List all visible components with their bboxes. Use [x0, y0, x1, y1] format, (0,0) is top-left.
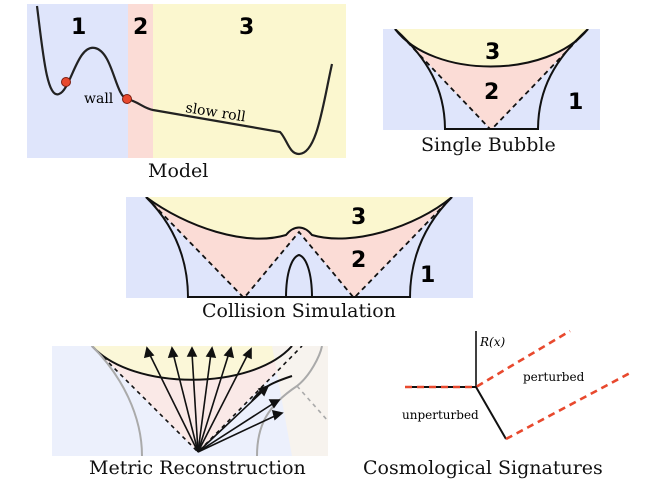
model-region-label-1: 1: [71, 15, 86, 40]
model-region-3: [153, 4, 346, 158]
collision-label-3: 3: [351, 205, 366, 230]
wall-dot-left: [61, 77, 71, 87]
collision-light-cone: [145, 197, 453, 298]
perturbed-label: perturbed: [523, 370, 585, 384]
signatures-panel: R(x) perturbed unperturbed: [402, 329, 631, 441]
collision-wall: [145, 197, 453, 240]
bubble-boundary-left: [394, 29, 446, 130]
single-bubble-label-1: 1: [568, 90, 583, 115]
collision-caption: Collision Simulation: [202, 300, 396, 322]
single-bubble-caption: Single Bubble: [421, 134, 556, 156]
signatures-caption: Cosmological Signatures: [363, 457, 603, 479]
collision-boundary-right: [409, 197, 453, 298]
collision-region-3: [146, 197, 452, 239]
model-caption: Model: [148, 160, 209, 182]
model-region-1: [27, 4, 128, 158]
unperturbed-label: unperturbed: [402, 408, 479, 422]
wall-dot-right: [122, 94, 132, 104]
collision-label-1: 1: [420, 263, 435, 288]
model-panel: 1 2 3 wall slow roll: [27, 4, 346, 158]
wall-label: wall: [84, 91, 114, 107]
bubble-boundary-right: [537, 29, 589, 130]
single-bubble-region-3: [395, 29, 588, 67]
light-cone: [394, 29, 589, 130]
single-bubble-label-2: 2: [484, 80, 499, 105]
collision-boundary-center: [285, 253, 313, 298]
signature-axis-label: R(x): [479, 335, 505, 349]
geodesic-arrows: [143, 346, 284, 453]
model-region-label-2: 2: [133, 15, 148, 40]
single-bubble-panel: 3 2 1: [383, 29, 600, 130]
collision-label-2: 2: [351, 248, 366, 273]
model-region-label-3: 3: [239, 15, 254, 40]
collision-panel: 3 2 1: [126, 197, 473, 298]
unperturbed-line: [405, 386, 507, 440]
single-bubble-label-3: 3: [485, 40, 500, 65]
collision-boundary-left: [145, 197, 189, 298]
metric-panel: [52, 346, 328, 456]
metric-caption: Metric Reconstruction: [89, 457, 306, 479]
model-region-2: [128, 4, 153, 158]
